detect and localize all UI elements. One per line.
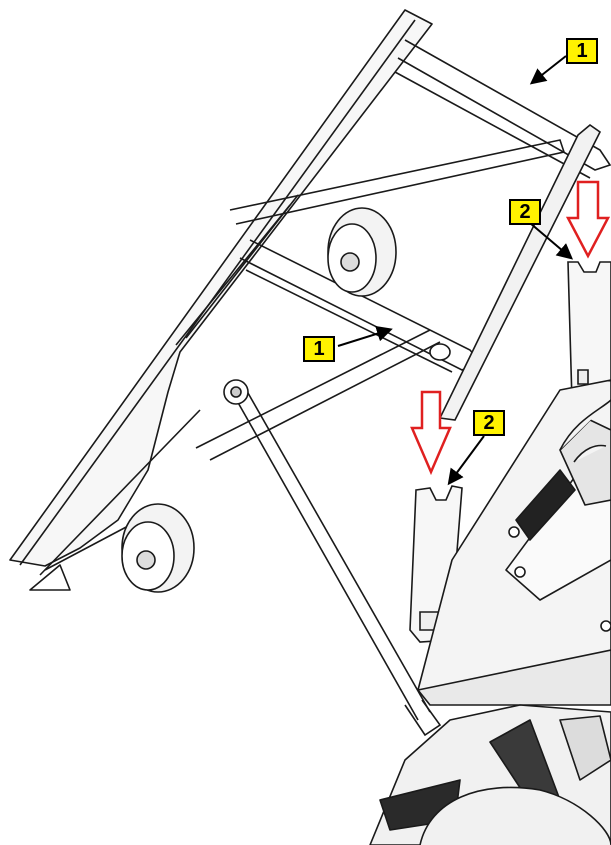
lower-cover — [369, 704, 611, 845]
callout-2-upper: 2 — [509, 199, 541, 225]
down-arrow-left — [410, 390, 452, 476]
machine-base — [417, 379, 611, 706]
cross-bars — [229, 39, 611, 373]
callout-1-upper: 1 — [566, 38, 598, 64]
tilted-frame — [9, 9, 433, 591]
wheel-upper — [327, 207, 397, 297]
support-shaft — [195, 123, 602, 461]
callout-2-lower: 2 — [473, 410, 505, 436]
down-arrow-right — [565, 180, 611, 259]
lower-strut — [231, 385, 442, 737]
leader-lines — [337, 55, 574, 486]
wheel-lower — [121, 503, 195, 593]
callout-1-lower: 1 — [303, 336, 335, 362]
pivot-bracket — [223, 379, 249, 405]
